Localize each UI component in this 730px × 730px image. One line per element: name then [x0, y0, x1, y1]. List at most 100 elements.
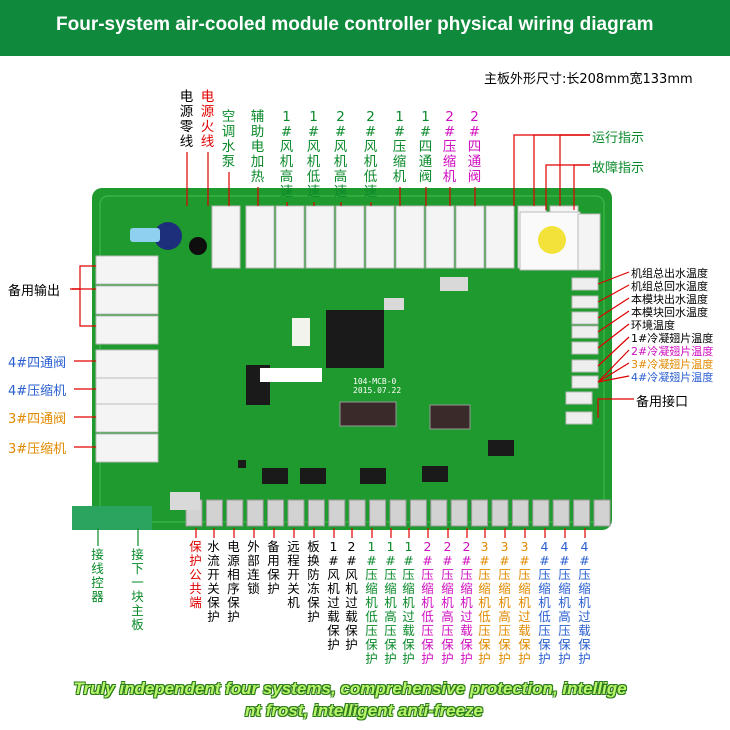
relay	[95, 349, 159, 379]
relay	[365, 205, 395, 269]
top-label-4: 辅助电加热	[250, 109, 265, 185]
status-label-1: 运行指示	[592, 131, 645, 146]
top-label-6: 1#风机低速	[306, 109, 321, 200]
relay	[95, 433, 159, 463]
capacitor	[154, 222, 182, 250]
bottom-label-5: 电源相序保护	[227, 539, 240, 624]
relay	[485, 205, 515, 269]
relay	[95, 377, 159, 407]
leader-line	[597, 284, 630, 303]
relay	[245, 205, 275, 269]
bottom-label-1: 接线控器	[91, 547, 104, 604]
sensor-label-2: 机组总回水温度	[631, 280, 708, 293]
relay	[577, 213, 601, 271]
leader-line	[597, 310, 630, 333]
ic-chip	[488, 440, 514, 456]
left-label-4: 3#四通阀	[8, 412, 67, 427]
sensor-label-5: 环境温度	[631, 319, 675, 332]
terminal-screw	[511, 499, 529, 527]
terminal-screw	[287, 499, 305, 527]
connector	[384, 298, 404, 310]
relay	[305, 205, 335, 269]
capacitor	[292, 318, 310, 346]
bottom-label-13: 1#压缩机高压保护	[384, 539, 397, 666]
top-label-1: 电源零线	[179, 89, 194, 150]
terminal-screw	[246, 499, 264, 527]
leader-line	[597, 375, 630, 383]
board-model-text: 104-MCB-0	[353, 377, 397, 386]
top-label-3: 空调水泵	[221, 109, 236, 170]
terminal-screw	[205, 499, 223, 527]
bottom-label-16: 2#压缩机高压保护	[441, 539, 454, 666]
sensor-label-1: 机组总出水温度	[631, 267, 708, 280]
mcu-chip	[326, 310, 384, 368]
terminal-screw	[267, 499, 285, 527]
bottom-label-15: 2#压缩机低压保护	[421, 539, 434, 666]
sensor-connectors	[565, 277, 599, 425]
relay	[455, 205, 485, 269]
sensor-label-3: 本模块出水温度	[631, 293, 708, 306]
leader-line	[597, 323, 630, 349]
left-label-3: 4#压缩机	[8, 384, 67, 399]
bottom-label-18: 3#压缩机低压保护	[478, 539, 491, 666]
leader-line	[597, 362, 630, 383]
top-label-5: 1#风机高速	[279, 109, 294, 200]
terminal-screw	[491, 499, 509, 527]
sensor-label-9: 4#冷凝翅片温度	[631, 371, 714, 384]
leader-line	[597, 336, 630, 367]
bottom-label-2: 接下一块主板	[131, 547, 144, 632]
caption-line-2: nt frost, intelligent anti-freeze	[244, 701, 484, 720]
sensor-connector	[571, 359, 599, 373]
left-label-5: 3#压缩机	[8, 442, 67, 457]
sensor-label-7: 2#冷凝翅片温度	[631, 345, 714, 358]
board-date-text: 2015.07.22	[353, 386, 401, 395]
relay	[395, 205, 425, 269]
terminal-screw	[573, 499, 591, 527]
sensor-connector	[571, 325, 599, 339]
spare-connector	[565, 391, 593, 405]
bottom-label-4: 水流开关保护	[207, 539, 220, 624]
terminal-screw	[348, 499, 366, 527]
bottom-label-17: 2#压缩机过载保护	[460, 539, 473, 666]
sensor-connector	[571, 277, 599, 291]
dip-switch	[339, 401, 397, 427]
terminal-screw	[226, 499, 244, 527]
spare-connector	[565, 411, 593, 425]
terminal-screw	[471, 499, 489, 527]
sensor-connector	[571, 311, 599, 325]
bottom-label-12: 1#压缩机低压保护	[365, 539, 378, 666]
bottom-label-9: 板换防冻保护	[307, 539, 320, 624]
sensor-label-8: 3#冷凝翅片温度	[631, 358, 714, 371]
bottom-label-20: 3#压缩机过载保护	[518, 539, 531, 666]
terminal-screw	[532, 499, 550, 527]
ic-chip	[360, 468, 386, 484]
buzzer	[538, 226, 566, 254]
bottom-label-7: 备用保护	[267, 539, 280, 596]
top-label-8: 2#风机低速	[363, 109, 378, 200]
relay	[95, 285, 159, 315]
top-label-12: 2#四通阀	[467, 109, 482, 185]
relay	[95, 255, 159, 285]
left-label-1: 备用输出	[8, 284, 61, 299]
top-label-2: 电源火线	[200, 89, 215, 150]
bottom-terminal-row	[185, 499, 611, 527]
fuse	[130, 228, 160, 242]
sensor-label-6: 1#冷凝翅片温度	[631, 332, 714, 345]
cn2-connector	[170, 492, 200, 510]
leader-line	[72, 288, 96, 327]
sensor-connector	[571, 341, 599, 355]
bottom-label-11: 2#风机过载保护	[345, 539, 358, 652]
sensor-label-4: 本模块回水温度	[631, 306, 708, 319]
relay	[211, 205, 241, 269]
relay	[95, 315, 159, 345]
bottom-label-19: 3#压缩机高压保护	[498, 539, 511, 666]
led-indicator-strip	[260, 368, 322, 382]
relay	[425, 205, 455, 269]
relay	[275, 205, 305, 269]
leader-line	[597, 297, 630, 319]
terminal-screw	[593, 499, 611, 527]
bottom-label-6: 外部连锁	[247, 539, 260, 596]
inductor	[189, 237, 207, 255]
leader-line	[597, 398, 634, 418]
